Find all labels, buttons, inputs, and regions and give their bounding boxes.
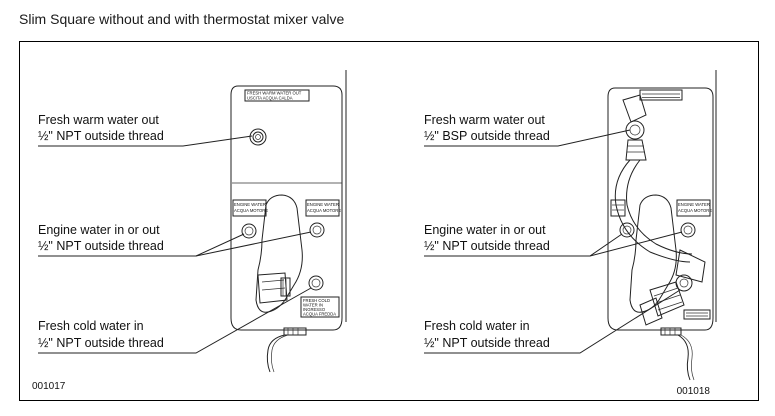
label-engine-thread: ½" NPT outside thread <box>38 239 164 253</box>
svg-text:FRESH WARM WATER OUT: FRESH WARM WATER OUT <box>247 91 302 96</box>
svg-text:ENGINE WATER: ENGINE WATER <box>234 202 266 207</box>
mixer-hose <box>614 159 691 263</box>
svg-text:ACQUA MOTORE: ACQUA MOTORE <box>678 208 712 213</box>
label-cold-in: Fresh cold water in <box>38 319 144 333</box>
svg-text:ENGINE WATER: ENGINE WATER <box>678 202 710 207</box>
svg-text:FRESH COLD: FRESH COLD <box>303 298 330 303</box>
tag-cold-water <box>300 296 340 318</box>
svg-text:ACQUA FREDDA: ACQUA FREDDA <box>303 312 336 317</box>
engine-port-left-right <box>619 222 635 238</box>
tag-warm-water-right <box>639 89 683 101</box>
right-callouts: Fresh warm water out ½" BSP outside thre… <box>424 113 710 397</box>
tag-cold-right <box>683 309 711 320</box>
label-warm-thread-right: ½" BSP outside thread <box>424 129 550 143</box>
warm-water-port <box>249 128 267 146</box>
svg-text:ENGINE WATER: ENGINE WATER <box>307 202 339 207</box>
label-engine-water: Engine water in or out <box>38 223 160 237</box>
figure-code-left: 001017 <box>32 381 66 392</box>
label-warm-out-right: Fresh warm water out <box>424 113 545 127</box>
label-engine-thread-right: ½" NPT outside thread <box>424 239 550 253</box>
tag-warm-water <box>244 89 310 102</box>
svg-text:ACQUA MOTORE: ACQUA MOTORE <box>307 208 341 213</box>
cold-water-port <box>308 275 324 291</box>
label-engine-water-right: Engine water in or out <box>424 223 546 237</box>
engine-port-left <box>241 223 257 239</box>
engine-port-right <box>309 222 325 238</box>
tag-engine-right <box>305 199 340 217</box>
label-cold-thread-right: ½" NPT outside thread <box>424 336 550 350</box>
svg-text:ACQUA MOTORE: ACQUA MOTORE <box>234 208 268 213</box>
engine-port-right-right <box>680 222 696 238</box>
svg-text:USCITA ACQUA CALDA: USCITA ACQUA CALDA <box>247 96 293 101</box>
mixer-valve <box>622 94 647 161</box>
power-cable <box>266 334 286 373</box>
power-cable-right <box>677 334 691 381</box>
figure-frame <box>19 41 759 401</box>
figure-code-right: 001018 <box>677 386 711 397</box>
right-heater-unit: ENGINE WATER ACQUA MOTORE <box>607 70 717 381</box>
label-cold-thread: ½" NPT outside thread <box>38 336 164 350</box>
label-warm-thread: ½" NPT outside thread <box>38 129 164 143</box>
tag-engine-right-right <box>676 199 711 217</box>
page-title: Slim Square without and with thermostat … <box>19 11 345 27</box>
tag-engine-left-right <box>610 199 626 217</box>
left-heater-unit: FRESH WARM WATER OUT USCITA ACQUA CALDA … <box>230 70 347 373</box>
svg-text:WATER IN: WATER IN <box>303 303 323 308</box>
lower-fitting <box>639 249 706 326</box>
label-cold-in-right: Fresh cold water in <box>424 319 530 333</box>
left-callouts: Fresh warm water out ½" NPT outside thre… <box>32 113 312 392</box>
svg-text:INGRESSO: INGRESSO <box>303 307 326 312</box>
label-warm-out: Fresh warm water out <box>38 113 159 127</box>
